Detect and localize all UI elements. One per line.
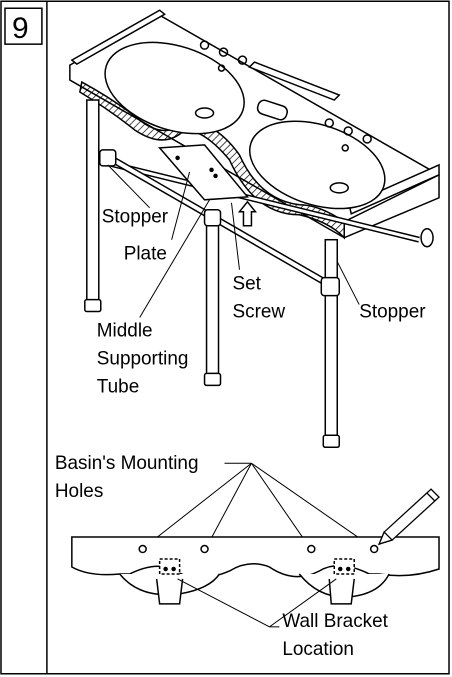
back-rail-right: [248, 61, 341, 101]
faucet-hole: [199, 40, 210, 50]
soap-dish: [256, 99, 288, 121]
faucet-hole: [343, 126, 353, 136]
basin-foot-right: [328, 578, 355, 605]
mounting-hole: [307, 544, 316, 554]
label-plate: Plate: [124, 244, 167, 265]
faucet-hole: [362, 134, 372, 144]
label-middle-tube-line3: Tube: [97, 376, 139, 397]
set-screw-arrow-icon: [237, 200, 257, 227]
leg-middle: [203, 214, 222, 387]
right-drain: [329, 182, 349, 194]
back-rail-left: [70, 9, 166, 66]
tube-connector: [320, 276, 340, 297]
basin-foot-left: [155, 578, 184, 605]
wall-bracket-right: [333, 558, 355, 575]
vanity-assembly-illustration: [69, 9, 440, 449]
plate: [158, 144, 249, 201]
leg-back-left: [84, 99, 102, 313]
label-mounting-holes-line2: Holes: [55, 481, 103, 502]
label-set-screw-line2: Screw: [232, 302, 285, 323]
label-stopper-left: Stopper: [102, 207, 168, 228]
mounting-hole: [138, 544, 147, 554]
tube-connector: [203, 209, 222, 227]
towel-bar-end: [420, 227, 434, 248]
wall-bracket-leaders: [177, 578, 337, 628]
step-number: 9: [12, 12, 29, 45]
label-wall-bracket-line1: Wall Bracket: [282, 611, 388, 632]
label-wall-bracket-line2: Location: [282, 639, 354, 660]
faucet-hole: [217, 64, 226, 72]
faucet-hole: [341, 144, 349, 152]
left-drain: [194, 107, 215, 119]
label-mounting-holes-line1: Basin's Mounting: [55, 453, 199, 474]
faucet-hole: [324, 118, 335, 128]
basin-front-view: [71, 536, 440, 605]
mounting-hole: [200, 544, 209, 554]
step-box: [4, 7, 43, 45]
top-leader-lines: [107, 164, 360, 318]
label-stopper-right: Stopper: [359, 302, 425, 323]
label-set-screw-line1: Set: [232, 274, 261, 295]
wall-bracket-left: [158, 558, 181, 575]
faucet-hole: [218, 47, 229, 57]
mounting-hole: [369, 544, 379, 554]
leg-front-right: [322, 238, 340, 449]
tube-connector: [99, 149, 117, 167]
faucet-hole: [237, 55, 248, 65]
label-middle-tube-line1: Middle: [97, 321, 153, 342]
mounting-hole-leaders: [144, 462, 373, 548]
pencil-icon: [378, 488, 440, 546]
label-middle-tube-line2: Supporting: [97, 348, 189, 369]
